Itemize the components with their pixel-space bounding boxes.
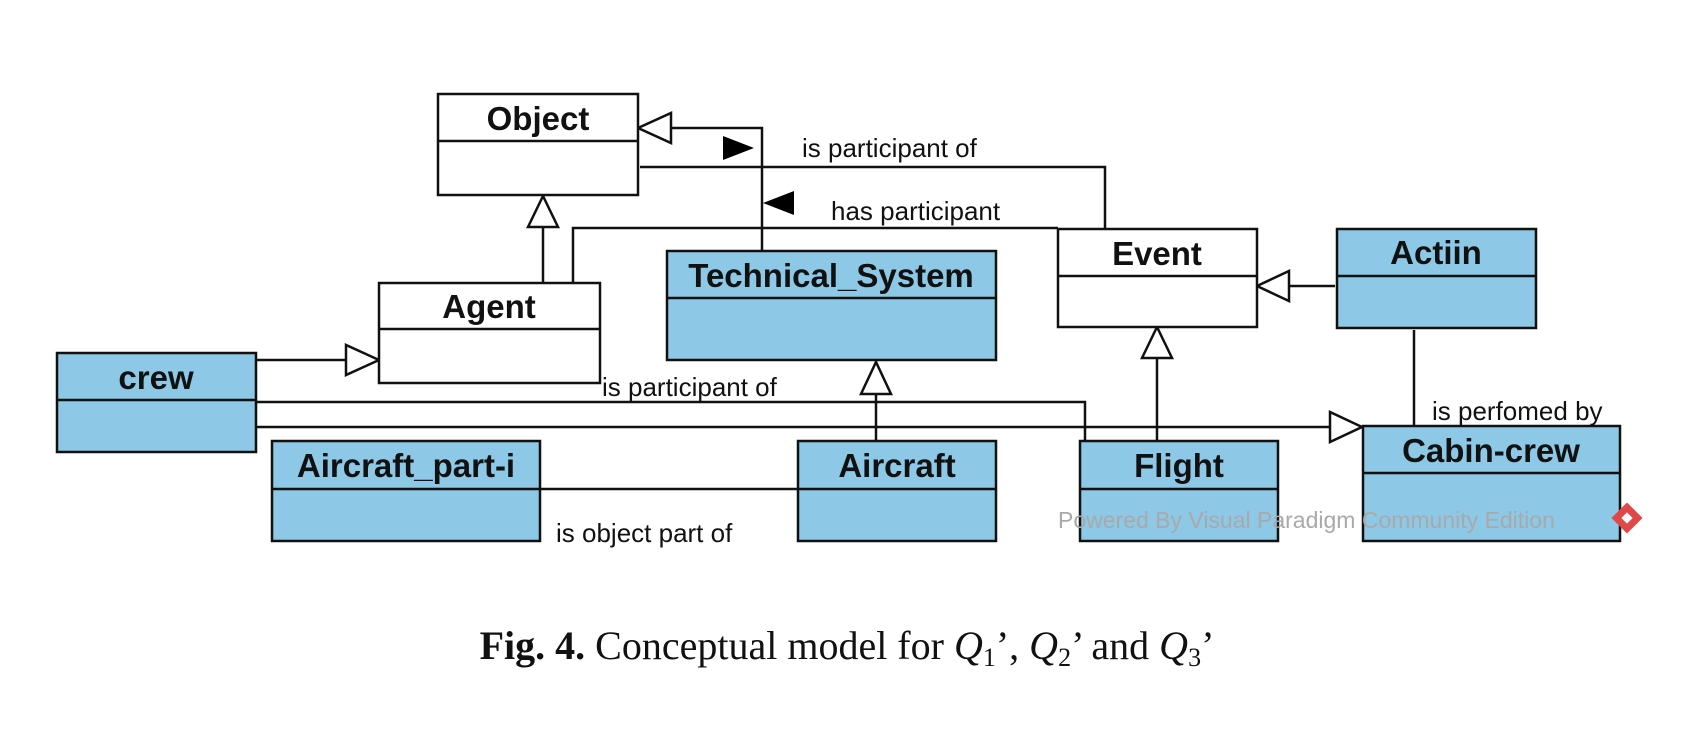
caption-q2-sub: 2 [1058,643,1072,672]
watermark-text: Powered By Visual Paradigm Community Edi… [1058,507,1555,533]
class-action[interactable]: Actiin [1335,227,1538,330]
class-aircraft-part-name: Aircraft_part-i [297,447,515,484]
class-object-name: Object [487,100,590,137]
generalization-arrowhead-event-right [1254,269,1291,303]
class-event-box [1056,227,1259,329]
class-event[interactable]: Event [1056,227,1259,329]
label-is-object-part-of: is object part of [556,518,733,548]
class-object-box [436,92,640,197]
caption-q3-suffix: ’ [1201,623,1215,668]
generalization-arrowhead-agent [344,343,383,377]
class-cabin-crew[interactable]: Cabin-crew [1361,424,1622,543]
watermark: Powered By Visual Paradigm Community Edi… [1058,502,1643,534]
figure-caption-text: Conceptual model for [595,623,944,668]
class-object[interactable]: Object [436,92,640,197]
association-crew-flight [256,400,1087,441]
class-cabin-crew-name: Cabin-crew [1402,432,1580,469]
direction-arrow-right-icon [723,136,754,160]
generalization-arrowhead-object-bottom [526,193,560,229]
caption-q1-suffix: ’, [995,623,1020,668]
class-aircraft[interactable]: Aircraft [796,439,998,543]
class-flight[interactable]: Flight [1078,439,1280,543]
class-action-box [1335,227,1538,330]
class-flight-name: Flight [1134,447,1224,484]
association-has-participant-agent-event [571,226,1058,283]
label-is-participant-of-top: is participant of [802,133,978,163]
class-technical-system-name: Technical_System [688,257,974,294]
class-aircraft-part-box [270,439,542,543]
class-agent-box [377,281,602,385]
class-aircraft-part[interactable]: Aircraft_part-i [270,439,542,543]
caption-q1: Q [953,623,983,668]
label-has-participant: has participant [831,196,1001,226]
association-is-participant-of-object-event [640,165,1107,229]
class-crew[interactable]: crew [55,351,258,454]
class-aircraft-box [796,439,998,543]
caption-q1-sub: 1 [982,643,996,672]
class-crew-name: crew [118,359,194,396]
direction-arrow-left-icon [763,191,794,215]
class-action-name: Actiin [1390,234,1482,271]
class-technical-system-box [665,249,998,362]
label-is-participant-of-crew: is participant of [602,372,778,402]
figure-caption-label: Fig. 4. [479,623,586,668]
class-aircraft-name: Aircraft [838,447,955,484]
generalization-technical-system-object [671,126,764,250]
label-is-performed-by: is perfomed by [1432,396,1603,426]
generalization-arrowhead-cabin-crew [1328,410,1365,444]
class-agent[interactable]: Agent [377,281,602,385]
generalization-arrowhead-object-right [634,111,673,145]
caption-q3: Q [1159,623,1189,668]
caption-q2-suffix: ’ and [1071,623,1150,668]
caption-q3-sub: 3 [1188,643,1202,672]
generalization-arrowhead-event-bottom [1140,324,1174,360]
figure-caption: Fig. 4. Conceptual model for Q1’, Q2’ an… [0,622,1694,673]
class-flight-box [1078,439,1280,543]
class-cabin-crew-box [1361,424,1622,543]
caption-q2: Q [1029,623,1059,668]
generalization-arrowhead-technical-system [859,359,893,396]
class-event-name: Event [1112,235,1202,272]
class-crew-box [55,351,258,454]
class-technical-system[interactable]: Technical_System [665,249,998,362]
class-agent-name: Agent [442,288,536,325]
